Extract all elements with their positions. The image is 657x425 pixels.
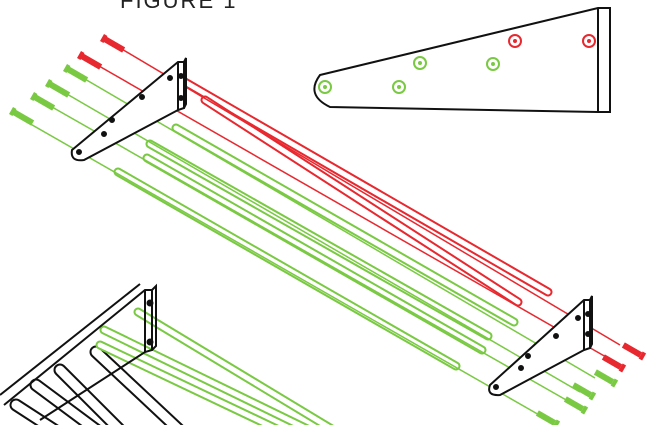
screws-left (9, 34, 126, 126)
exploded-rods (9, 34, 647, 425)
red-rod-1 (173, 73, 553, 297)
green-rod-4 (113, 167, 461, 371)
bracket-right (488, 295, 593, 397)
green-rod-3 (142, 153, 487, 355)
red-rod-2 (200, 95, 523, 307)
hole-green-2 (392, 80, 406, 94)
hole-green-4 (486, 57, 500, 71)
bracket-left (70, 57, 187, 162)
axis-lines (19, 44, 621, 421)
hole-red-2 (582, 34, 596, 48)
hole-green-1 (318, 80, 332, 94)
hole-red-1 (508, 34, 522, 48)
figure-title: FIGURE 1 (120, 0, 238, 13)
bracket-detail (313, 7, 611, 113)
green-rod-1 (171, 123, 519, 327)
screws-right (535, 342, 647, 425)
hole-green-3 (413, 56, 427, 70)
bracket-plate-outline (313, 7, 611, 113)
assembled-view (0, 283, 334, 425)
